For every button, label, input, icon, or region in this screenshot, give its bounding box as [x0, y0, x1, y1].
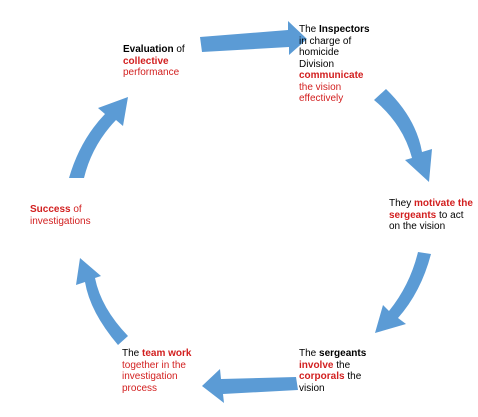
label-emphasis: Success [30, 204, 71, 215]
label-text: the vision effectively [299, 70, 367, 105]
label-text: in charge of homicide Division [299, 24, 373, 70]
step-success-of-investigations: Success of investigations [30, 204, 102, 227]
label-text: of [173, 44, 188, 55]
label-text: the vision [299, 371, 365, 394]
arrow-teamwork-to-success [76, 258, 128, 345]
label-text: to act on the vision [389, 209, 467, 233]
label-emphasis: corporals [299, 371, 345, 382]
step-team-work: The team work together in the investigat… [122, 348, 194, 394]
step-motivate-sergeants: They motivate the sergeants to act on th… [389, 198, 473, 233]
label-text: The [299, 348, 320, 359]
label-text: The [299, 24, 320, 35]
label-text: of investigations [30, 204, 91, 227]
label-emphasis: motivate [414, 198, 456, 209]
label-emphasis: collective [123, 55, 169, 67]
label-emphasis: the sergeants [389, 198, 476, 221]
label-emphasis: communicate [299, 70, 364, 81]
arrow-inspectors-to-motivate [374, 89, 432, 182]
label-emphasis: Evaluation [123, 44, 174, 55]
label-emphasis: sergeants [319, 348, 367, 359]
label-emphasis: team work [142, 348, 192, 359]
arrow-evaluation-to-inspectors [200, 21, 307, 55]
step-evaluation: Evaluation of collective performance [123, 44, 195, 79]
arrow-motivate-to-sergeants [375, 252, 431, 333]
label-text: performance [123, 55, 180, 78]
label-text: They [389, 198, 415, 209]
label-text: The [122, 348, 143, 359]
step-sergeants-involve-corporals: The sergeants involve the corporals the … [299, 348, 369, 394]
label-emphasis: Inspectors [319, 24, 370, 35]
label-text [366, 348, 369, 359]
label-emphasis: involve [299, 359, 334, 371]
label-text: together in the investigation process [122, 348, 195, 394]
arrow-success-to-evaluation [69, 97, 128, 178]
step-inspectors-communicate: The Inspectors in charge of homicide Div… [299, 24, 371, 105]
arrow-sergeants-to-teamwork [202, 369, 298, 403]
label-text: the [333, 359, 353, 371]
